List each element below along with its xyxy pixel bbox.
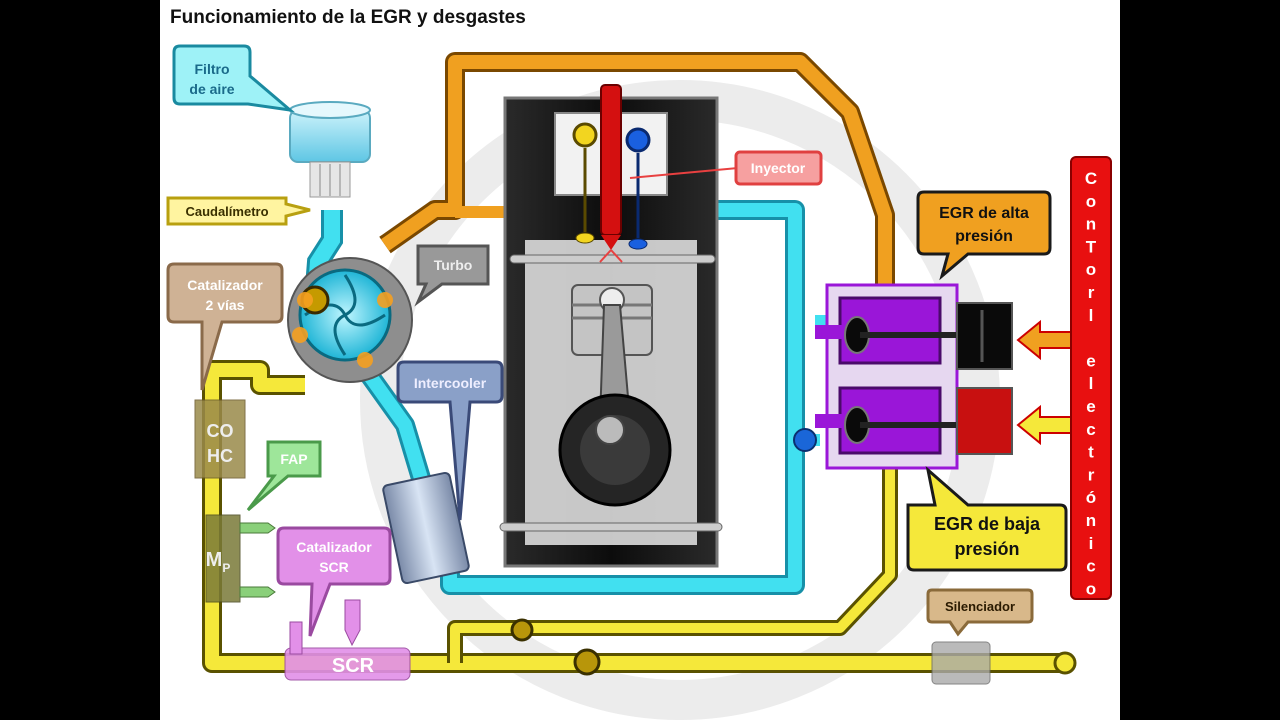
control-letter: n	[1086, 511, 1096, 530]
fap-sensor-bottom	[239, 586, 276, 598]
silencer-unit	[931, 641, 991, 685]
callout-intercooler: Intercooler	[396, 360, 504, 521]
engine-block	[499, 84, 723, 568]
injector-icon	[599, 84, 623, 263]
egr-valve-assembly	[815, 283, 1013, 470]
mp-label: MP	[206, 549, 231, 575]
filtro-line1: Filtro	[195, 61, 230, 77]
callout-egr-alta: EGR de alta presión	[916, 190, 1052, 281]
control-letter: r	[1088, 283, 1095, 302]
intercooler-label: Intercooler	[414, 375, 487, 391]
callout-inyector: Inyector	[629, 150, 823, 186]
egr-alta-line2: presión	[955, 228, 1013, 245]
turbo-label: Turbo	[434, 257, 473, 273]
co-hc-catalyst	[194, 399, 246, 479]
catalizador-line2: 2 vías	[206, 297, 245, 313]
callout-filtro: Filtro de aire	[172, 44, 295, 113]
page-title: Funcionamiento de la EGR y desgastes	[170, 7, 526, 28]
scr-injector	[344, 599, 361, 647]
control-letter: c	[1086, 557, 1095, 576]
catscr-line2: SCR	[319, 559, 349, 575]
fap-label: FAP	[280, 451, 307, 467]
scr-label: SCR	[332, 655, 375, 677]
scr-unit	[284, 647, 411, 681]
filtro-line2: de aire	[189, 81, 234, 97]
egr-baja-line2: presión	[954, 539, 1019, 559]
mp-main: M	[206, 549, 223, 571]
control-letter: o	[1086, 192, 1096, 211]
silenciador-label: Silenciador	[945, 599, 1015, 614]
callout-fap: FAP	[246, 440, 322, 512]
air-filter-icon	[289, 101, 371, 198]
fap-sensor-top	[239, 522, 276, 534]
control-letter: c	[1086, 420, 1095, 439]
control-letter: e	[1086, 351, 1095, 370]
egr-baja-line1: EGR de baja	[934, 514, 1041, 534]
piston-icon	[558, 284, 672, 507]
control-letter: i	[1089, 534, 1094, 553]
callout-silenciador: Silenciador	[926, 588, 1034, 637]
catscr-line1: Catalizador	[296, 539, 372, 555]
inyector-label: Inyector	[751, 160, 806, 176]
scr-probe	[289, 621, 303, 655]
callout-turbo: Turbo	[414, 244, 490, 307]
control-letter: o	[1086, 579, 1096, 598]
control-panel	[1070, 156, 1112, 600]
control-letter: T	[1086, 237, 1097, 256]
control-letter: r	[1088, 465, 1095, 484]
intercooler-core	[382, 471, 470, 585]
control-letter: C	[1085, 169, 1097, 188]
co-label: CO	[207, 421, 234, 441]
control-letter: ó	[1086, 488, 1096, 507]
mp-block	[205, 514, 241, 603]
control-letter: l	[1089, 306, 1094, 325]
hc-label: HC	[207, 446, 233, 466]
egr-alta-line1: EGR de alta	[939, 205, 1029, 222]
callout-caudalimetro: Caudalímetro	[166, 196, 311, 226]
control-letter: o	[1086, 260, 1096, 279]
callout-egr-baja: EGR de baja presión	[906, 465, 1068, 572]
control-letter: e	[1086, 397, 1095, 416]
mp-sub: P	[222, 561, 230, 575]
catalizador-line1: Catalizador	[187, 277, 263, 293]
control-letter: n	[1086, 215, 1096, 234]
callout-catalizador-scr: Catalizador SCR	[276, 526, 392, 637]
callout-catalizador: Catalizador 2 vías	[166, 262, 284, 391]
control-letter: l	[1089, 374, 1094, 393]
turbo-icon	[287, 257, 413, 383]
caudalimetro-label: Caudalímetro	[185, 204, 268, 219]
control-letter: t	[1088, 443, 1094, 462]
